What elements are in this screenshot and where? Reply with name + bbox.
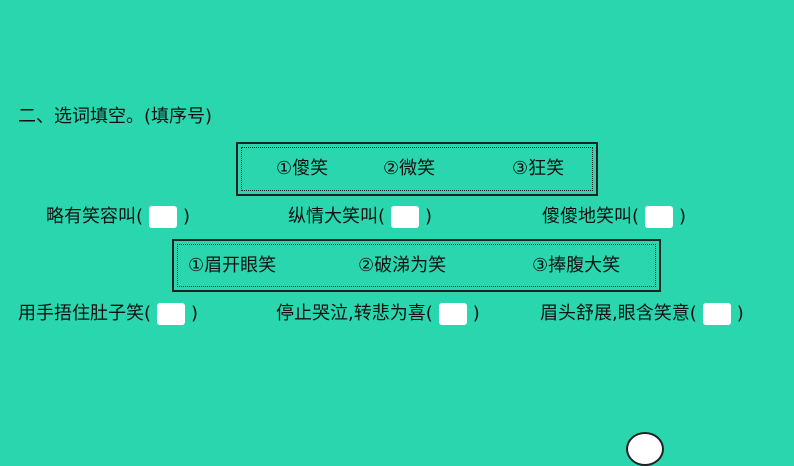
option-1-3: ③狂笑 [512, 158, 565, 179]
answer-box[interactable] [645, 206, 674, 228]
option-2-3: ③捧腹大笑 [532, 255, 621, 276]
question-heading: 二、选词填空。(填序号) [18, 106, 213, 127]
fill-item-1-2: 纵情大笑叫 ( ) [288, 206, 432, 228]
fill-prompt: 略有笑容叫 [46, 206, 136, 227]
option-2-2: ②破涕为笑 [358, 255, 447, 276]
open-paren: ( [136, 206, 144, 227]
answer-box[interactable] [438, 303, 467, 325]
answer-box[interactable] [149, 206, 178, 228]
fill-prompt: 纵情大笑叫 [288, 206, 378, 227]
fill-prompt: 用手捂住肚子笑 [18, 303, 144, 324]
option-box-1: ①傻笑 ②微笑 ③狂笑 [236, 142, 598, 196]
option-box-2: ①眉开眼笑 ②破涕为笑 ③捧腹大笑 [172, 239, 661, 292]
close-paren: ) [472, 303, 480, 324]
fill-prompt: 眉头舒展,眼含笑意 [540, 303, 690, 324]
answer-box[interactable] [391, 206, 420, 228]
fill-prompt: 停止哭泣,转悲为喜 [276, 303, 426, 324]
corner-decoration-icon [626, 432, 664, 466]
option-2-1: ①眉开眼笑 [188, 255, 277, 276]
open-paren: ( [632, 206, 640, 227]
open-paren: ( [689, 303, 697, 324]
open-paren: ( [425, 303, 433, 324]
fill-item-1-3: 傻傻地笑叫 ( ) [542, 206, 686, 228]
option-1-2: ②微笑 [383, 158, 436, 179]
fill-item-1-1: 略有笑容叫 ( ) [46, 206, 190, 228]
fill-item-2-2: 停止哭泣,转悲为喜 ( ) [276, 303, 480, 325]
close-paren: ) [736, 303, 744, 324]
open-paren: ( [144, 303, 152, 324]
fill-item-2-1: 用手捂住肚子笑 ( ) [18, 303, 198, 325]
close-paren: ) [425, 206, 433, 227]
fill-prompt: 傻傻地笑叫 [542, 206, 632, 227]
option-1-1: ①傻笑 [276, 158, 329, 179]
close-paren: ) [183, 206, 191, 227]
open-paren: ( [378, 206, 386, 227]
answer-box[interactable] [702, 303, 731, 325]
close-paren: ) [191, 303, 199, 324]
close-paren: ) [679, 206, 687, 227]
fill-item-2-3: 眉头舒展,眼含笑意 ( ) [540, 303, 744, 325]
answer-box[interactable] [157, 303, 186, 325]
